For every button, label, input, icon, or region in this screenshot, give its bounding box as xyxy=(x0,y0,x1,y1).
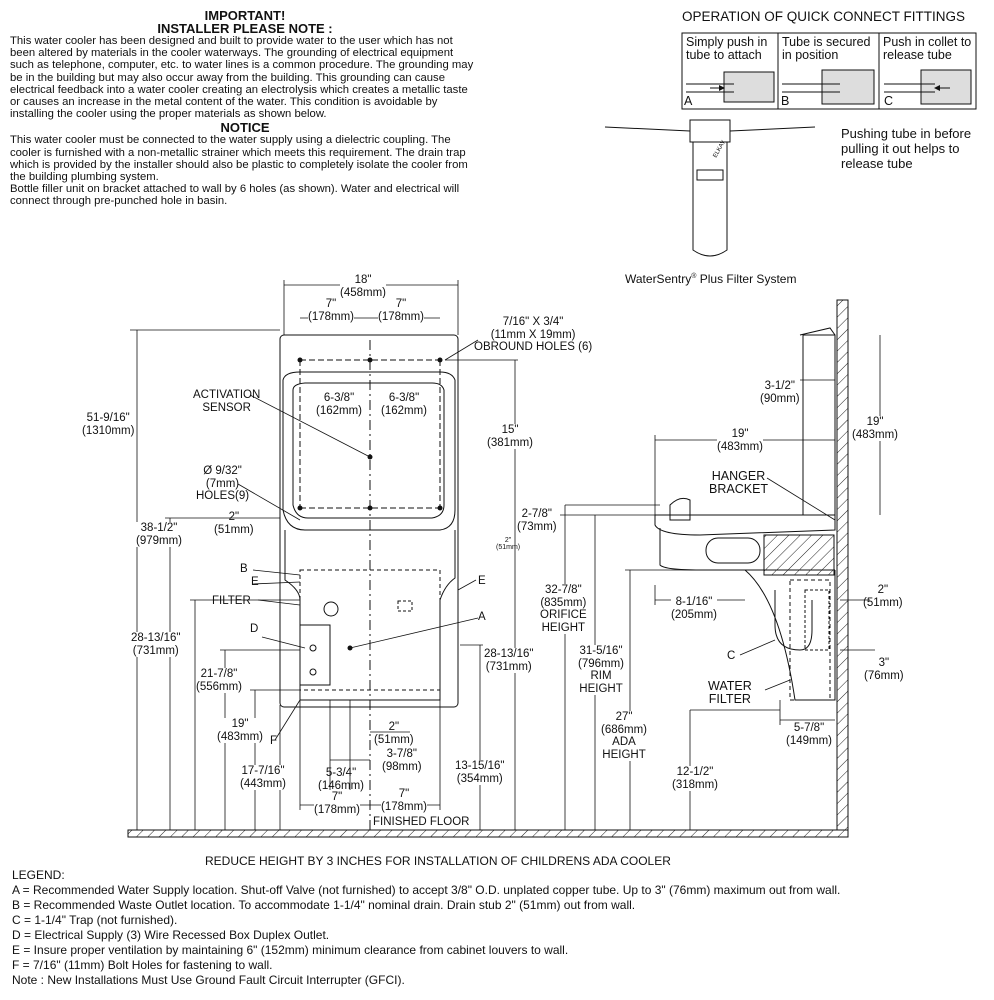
dim-2-7-8: 2-7/8" (73mm) xyxy=(517,508,557,533)
reduce-height-note: REDUCE HEIGHT BY 3 INCHES FOR INSTALLATI… xyxy=(205,854,671,868)
legend-c: C = 1-1/4" Trap (not furnished). xyxy=(12,913,178,927)
label-hanger-bracket: HANGER BRACKET xyxy=(709,469,769,496)
dim-2in-small: 2" (51mm) xyxy=(496,537,521,551)
dim-2in: 2" (51mm) xyxy=(214,511,254,536)
water-filter-system-icon: ELKAY xyxy=(604,119,816,257)
label-d: D xyxy=(250,623,259,635)
dim-half-right: 7" (178mm) xyxy=(378,298,425,323)
qc-letter-c: C xyxy=(884,94,894,108)
dim-oblong-holes: 7/16" X 3/4" (11mm X 19mm) OBROUND HOLES… xyxy=(474,316,593,353)
label-f: F xyxy=(270,735,278,747)
label-e-right: E xyxy=(478,575,486,587)
dim-half-left: 7" (178mm) xyxy=(308,298,355,323)
side-view-unit xyxy=(560,299,881,831)
legend-e: E = Insure proper ventilation by maintai… xyxy=(12,943,569,957)
bracket-note: Bottle filler unit on bracket attached t… xyxy=(10,183,460,208)
legend-d: D = Electrical Supply (3) Wire Recessed … xyxy=(12,928,330,942)
legend-a: A = Recommended Water Supply location. S… xyxy=(12,883,841,897)
label-filter: FILTER xyxy=(212,595,251,607)
dim-5-7-8: 5-7/8" (149mm) xyxy=(786,722,833,747)
qc-letter-a: A xyxy=(684,94,693,108)
dim-17-7-16: 17-7/16" (443mm) xyxy=(240,765,287,790)
dim-19in-tower: 19" (483mm) xyxy=(852,416,899,441)
dim-19in-front: 19" (483mm) xyxy=(217,718,264,743)
dim-3in-side: 3" (76mm) xyxy=(864,657,904,682)
finished-floor xyxy=(127,829,849,838)
front-dimensions xyxy=(130,280,518,830)
qc-letter-b: B xyxy=(781,94,790,108)
quick-connect-title: OPERATION OF QUICK CONNECT FITTINGS xyxy=(682,9,966,24)
dim-2in-side: 2" (51mm) xyxy=(863,584,903,609)
qc-fitting-b-icon xyxy=(782,69,875,105)
qc-panel-b-text: Tube is secured in position xyxy=(782,35,871,62)
notice-body: This water cooler must be connected to t… xyxy=(10,134,468,184)
legend-f: F = 7/16" (11mm) Bolt Holes for fastenin… xyxy=(12,958,273,972)
important-title: IMPORTANT! xyxy=(204,8,286,23)
front-view-unit xyxy=(279,334,459,830)
dim-13-15-16: 13-15/16" (354mm) xyxy=(455,760,505,785)
legend-b: B = Recommended Waste Outlet location. T… xyxy=(12,898,636,912)
dim-sensor-right: 6-3/8" (162mm) xyxy=(381,392,428,417)
filter-system-caption: WaterSentry® Plus Filter System xyxy=(625,272,797,286)
dim-15in: 15" (381mm) xyxy=(487,424,534,449)
dim-2in-bottom: 2" (51mm) xyxy=(374,721,414,746)
label-finished-floor: FINISHED FLOOR xyxy=(373,816,470,828)
notice-title: NOTICE xyxy=(220,120,270,136)
qc-fitting-c-icon xyxy=(884,69,972,105)
label-e-left: E xyxy=(251,576,259,588)
dim-sensor-left: 6-3/8" (162mm) xyxy=(316,392,363,417)
legend: LEGEND: A = Recommended Water Supply loc… xyxy=(12,868,840,988)
dim-12-1-2: 12-1/2" (318mm) xyxy=(672,766,719,791)
dim-28-13-16-left: 28-13/16" (731mm) xyxy=(131,632,181,657)
qc-note: Pushing tube in before pulling it out he… xyxy=(841,126,972,171)
legend-note: Note : New Installations Must Use Ground… xyxy=(12,973,405,987)
dim-3-7-8: 3-7/8" (98mm) xyxy=(382,748,422,773)
installer-title: INSTALLER PLEASE NOTE : xyxy=(157,21,333,36)
qc-panels xyxy=(681,32,977,110)
dim-width-total: 18" (458mm) xyxy=(340,274,387,299)
important-body: This water cooler has been designed and … xyxy=(10,35,474,121)
dim-28-13-16-right: 28-13/16" (731mm) xyxy=(484,648,534,673)
label-water-filter: WATER FILTER xyxy=(708,679,752,706)
dim-8-1-16: 8-1/16" (205mm) xyxy=(671,596,718,621)
dim-38-1-2: 38-1/2" (979mm) xyxy=(136,522,183,547)
qc-panel-a-text: Simply push in tube to attach xyxy=(686,35,768,62)
mounting-holes xyxy=(297,357,443,651)
dim-holes: Ø 9/32" (7mm) HOLES(9) xyxy=(196,465,250,502)
dim-5-3-4: 5-3/4" (146mm) xyxy=(318,767,365,792)
qc-panel-c-text: Push in collet to release tube xyxy=(883,35,972,62)
dim-19in-width: 19" (483mm) xyxy=(717,428,764,453)
dim-7in-left: 7" (178mm) xyxy=(314,791,361,816)
dim-rim-height: 31-5/16" (796mm) RIM HEIGHT xyxy=(578,645,625,695)
label-c: C xyxy=(727,650,736,662)
qc-fitting-a-icon xyxy=(686,71,775,103)
legend-title: LEGEND: xyxy=(12,868,65,882)
dim-3-1-2: 3-1/2" (90mm) xyxy=(760,380,800,405)
dim-7in-right: 7" (178mm) xyxy=(381,788,428,813)
label-a-front: A xyxy=(478,611,486,623)
dim-ada-height: 27" (686mm) ADA HEIGHT xyxy=(601,711,648,761)
dim-21-7-8: 21-7/8" (556mm) xyxy=(196,668,243,693)
dim-orifice-height: 32-7/8" (835mm) ORIFICE HEIGHT xyxy=(540,584,587,634)
dim-height-total: 51-9/16" (1310mm) xyxy=(82,412,135,437)
label-b-front: B xyxy=(240,563,248,575)
installer-note: IMPORTANT! INSTALLER PLEASE NOTE : This … xyxy=(10,9,480,208)
label-activation-sensor: ACTIVATION SENSOR xyxy=(193,389,261,414)
